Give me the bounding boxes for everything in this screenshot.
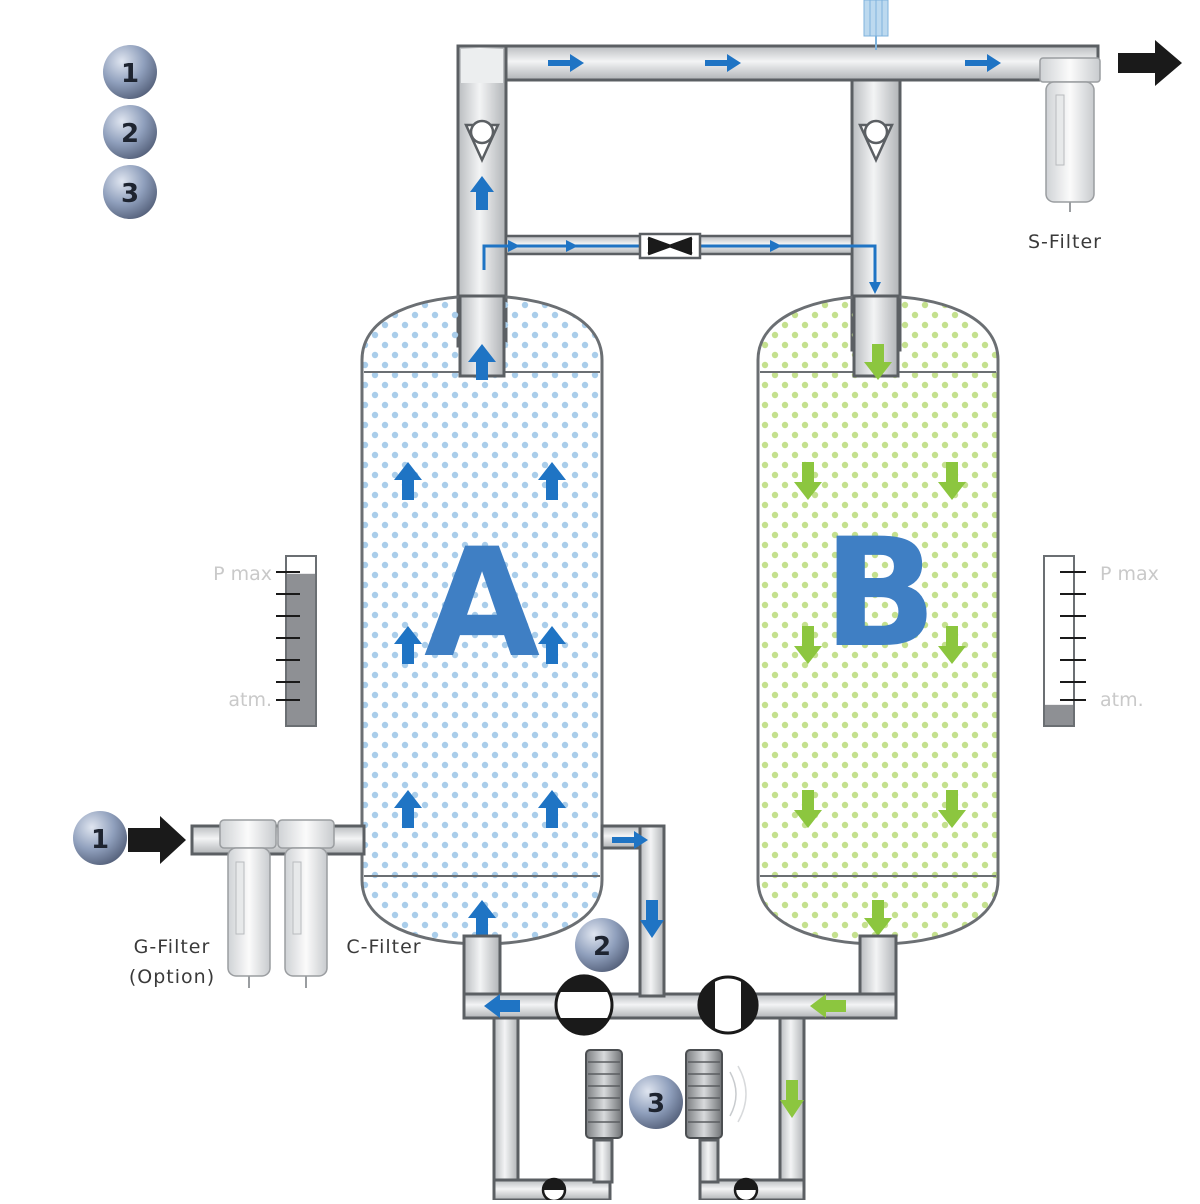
pressure-gauge-left: P max atm.	[213, 555, 317, 727]
inlet-marker-badge: 1	[73, 811, 127, 865]
tank-a: A	[360, 294, 604, 946]
svg-text:3: 3	[121, 179, 139, 209]
c-filter: C-Filter	[277, 819, 421, 988]
gauge-left-fill	[287, 573, 315, 725]
svg-text:1: 1	[121, 59, 139, 89]
silencer-marker-badge: 3	[629, 1075, 683, 1129]
svg-text:2: 2	[121, 119, 139, 149]
svg-text:3: 3	[647, 1089, 665, 1119]
legend-badge-3: 3	[103, 165, 157, 219]
gauge-right-min-label: atm.	[1100, 689, 1144, 711]
tank-b-letter: B	[823, 507, 937, 681]
legend-badge-2: 2	[103, 105, 157, 159]
tank-b-flow-arrows	[794, 344, 966, 936]
silencer-right-icon	[685, 1049, 747, 1139]
switch-valve-right-icon	[697, 975, 759, 1035]
g-filter-option-label: (Option)	[129, 966, 215, 988]
outlet-flow-arrows	[548, 54, 1001, 72]
pressure-gauge-right: P max atm.	[1043, 555, 1159, 727]
riser-flow-arrow-icon	[470, 176, 494, 210]
gauge-right-max-label: P max	[1100, 563, 1159, 585]
legend-badge-1: 1	[103, 45, 157, 99]
s-filter: S-Filter	[1028, 57, 1102, 253]
gauge-left-max-label: P max	[213, 563, 272, 585]
g-filter: G-Filter (Option)	[129, 819, 277, 988]
svg-text:1: 1	[91, 825, 109, 855]
tank-b: B	[756, 294, 1000, 946]
gauge-right-fill	[1045, 704, 1073, 725]
manifold-flow-arrows	[484, 831, 846, 1118]
legend: 1 2 3	[103, 45, 157, 219]
check-valve-right-icon	[858, 119, 894, 164]
drain-valve-left-icon	[541, 1177, 567, 1203]
outlet-header-pipe	[456, 44, 1100, 352]
c-filter-label: C-Filter	[346, 936, 421, 958]
drain-valve-right-icon	[733, 1177, 759, 1203]
sensor-probe	[863, 0, 889, 50]
throttle-valve-icon	[638, 232, 702, 260]
silencer-left-icon	[585, 1049, 623, 1139]
inlet-arrow-icon	[128, 816, 186, 864]
outlet-arrow-icon	[1118, 40, 1182, 86]
tank-a-flow-arrows	[394, 344, 566, 935]
tank-a-letter: A	[424, 517, 540, 691]
valve-marker-badge: 2	[575, 918, 629, 972]
gauge-left-min-label: atm.	[228, 689, 272, 711]
check-valve-left-icon	[464, 119, 500, 164]
switch-valve-left-icon	[554, 974, 614, 1036]
g-filter-label: G-Filter	[134, 936, 211, 958]
s-filter-label: S-Filter	[1028, 231, 1102, 253]
svg-text:2: 2	[593, 932, 611, 962]
